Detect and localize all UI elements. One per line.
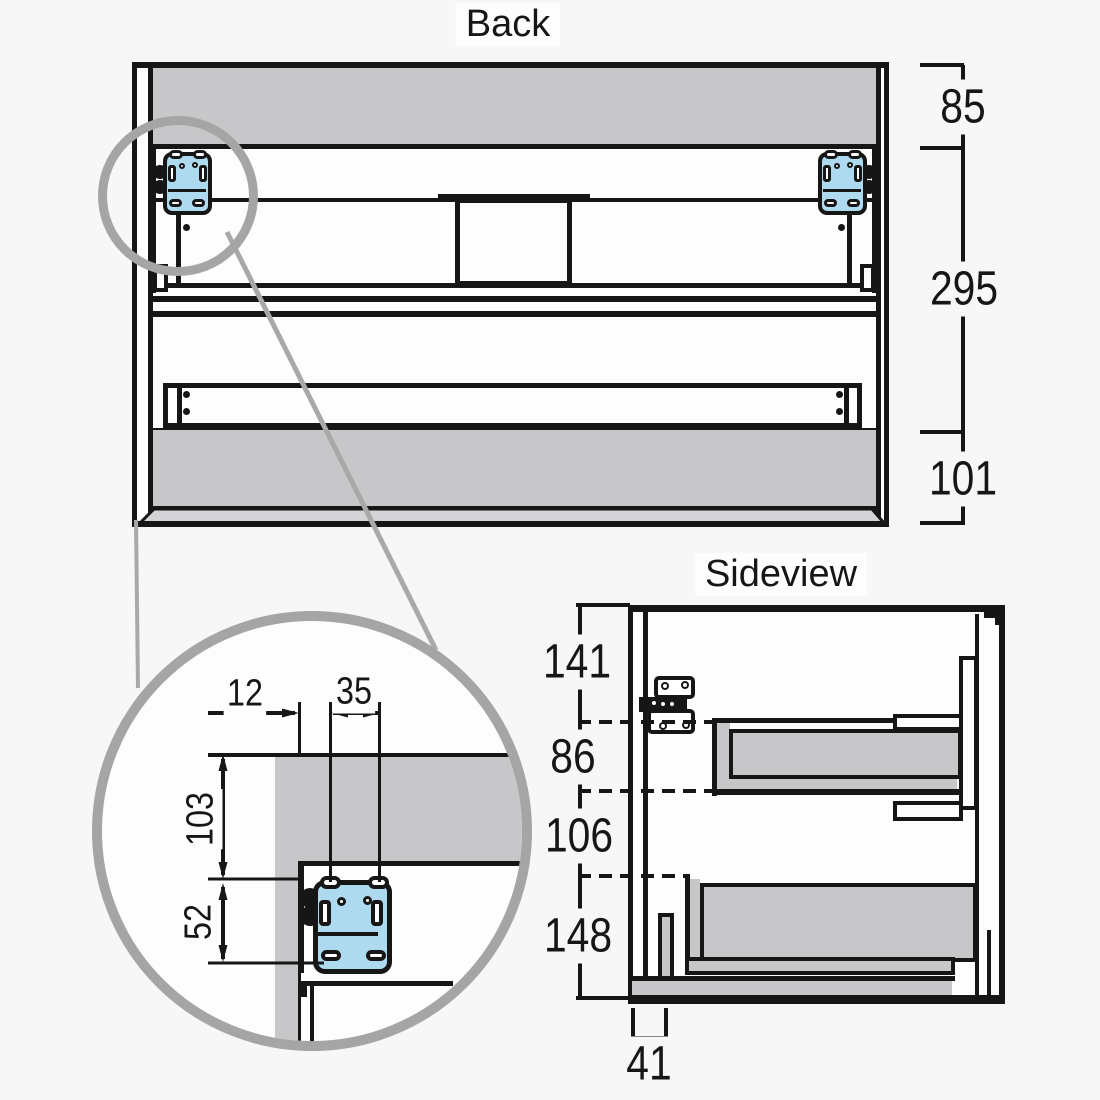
- magnifier-detail-circle: 12 35 103 52: [92, 611, 532, 1051]
- drain-cutout: [455, 198, 572, 286]
- dim-103-label: 103: [179, 788, 223, 850]
- detail-top-panel: [275, 757, 522, 863]
- dim-101-label: 101: [923, 451, 1003, 507]
- back-top-panel: [153, 68, 876, 146]
- dim-141-label: 141: [537, 634, 617, 690]
- back-frame: [132, 62, 889, 68]
- side-back-panel: [628, 605, 633, 1003]
- dim-12-label: 12: [223, 672, 267, 716]
- dim-41-label: 41: [621, 1036, 677, 1092]
- detail-side-panel: [275, 757, 298, 1041]
- magnifier-cone-line-left: [134, 519, 140, 689]
- dim-295-label: 295: [924, 261, 1004, 317]
- back-bottom-panel: [150, 430, 876, 508]
- drain-cutout-cap: [438, 194, 590, 201]
- detail-mounting-bracket: [313, 876, 392, 974]
- magnifier-small-circle: [98, 116, 258, 276]
- dim-52-label: 52: [177, 900, 221, 944]
- dim-148-label: 148: [538, 908, 618, 964]
- mounting-bracket-right: [818, 150, 867, 215]
- side-view-title: Sideview: [694, 553, 868, 596]
- side-top-panel: [628, 605, 1004, 612]
- back-view-title: Back: [455, 3, 561, 46]
- slide-connector-block: [893, 801, 963, 821]
- dim-106-label: 106: [539, 808, 619, 864]
- dim-35-label: 35: [332, 670, 376, 714]
- drawer-slide-batten: [959, 656, 978, 810]
- dim-85-label: 85: [935, 79, 991, 135]
- dim-86-label: 86: [545, 729, 601, 785]
